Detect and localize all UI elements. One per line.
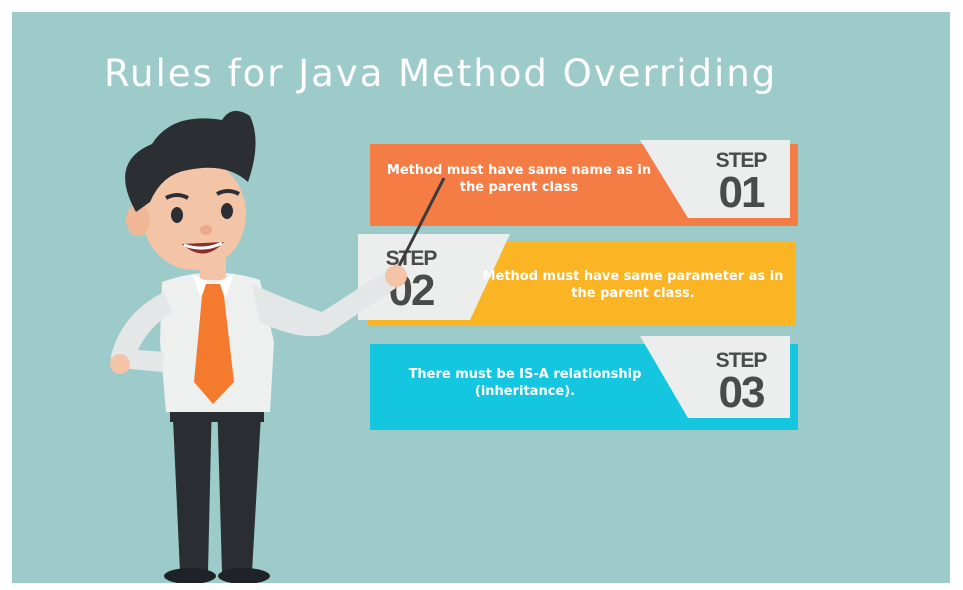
step-3-text: There must be IS-A relationship (inherit…	[408, 367, 642, 399]
collar-right	[214, 274, 234, 296]
left-arm	[111, 292, 172, 372]
step-1-word: STEP	[715, 149, 768, 172]
collar-left	[192, 274, 212, 296]
step-1-bar: Method must have same name as in the par…	[370, 140, 798, 226]
hair	[125, 110, 256, 212]
step-3-bar: There must be IS-A relationship (inherit…	[370, 336, 798, 430]
ear	[126, 204, 150, 236]
step-3-number: 03	[718, 368, 766, 417]
nose	[200, 225, 212, 235]
tie	[194, 284, 234, 404]
left-hand	[110, 354, 130, 374]
slide-canvas: Rules for Java Method Overriding Method …	[12, 12, 950, 583]
step-3-word: STEP	[715, 349, 768, 372]
step-1-label: STEP 01	[706, 149, 776, 217]
right-brow	[216, 189, 240, 196]
step-3-tab	[640, 336, 790, 418]
left-brow	[165, 193, 189, 200]
step-2-tab	[358, 234, 510, 320]
face	[142, 158, 246, 270]
presenter-illustration	[110, 110, 446, 583]
step-1-tab	[640, 140, 790, 218]
right-arm	[252, 272, 396, 337]
step-1-text: Method must have same name as in the par…	[386, 163, 652, 195]
pants	[170, 392, 264, 572]
right-hand	[385, 265, 407, 287]
right-eye	[221, 203, 233, 219]
step-3-label: STEP 03	[706, 349, 776, 417]
step-2-text: Method must have same parameter as in th…	[482, 269, 784, 301]
pointer-stick	[396, 177, 446, 269]
slide-title: Rules for Java Method Overriding	[104, 52, 778, 95]
step-2-bar: STEP 02 Method must have same parameter …	[358, 234, 798, 330]
teeth	[183, 241, 223, 250]
step-1-number: 01	[718, 168, 766, 217]
left-eye	[171, 207, 183, 223]
shoes	[164, 568, 270, 583]
